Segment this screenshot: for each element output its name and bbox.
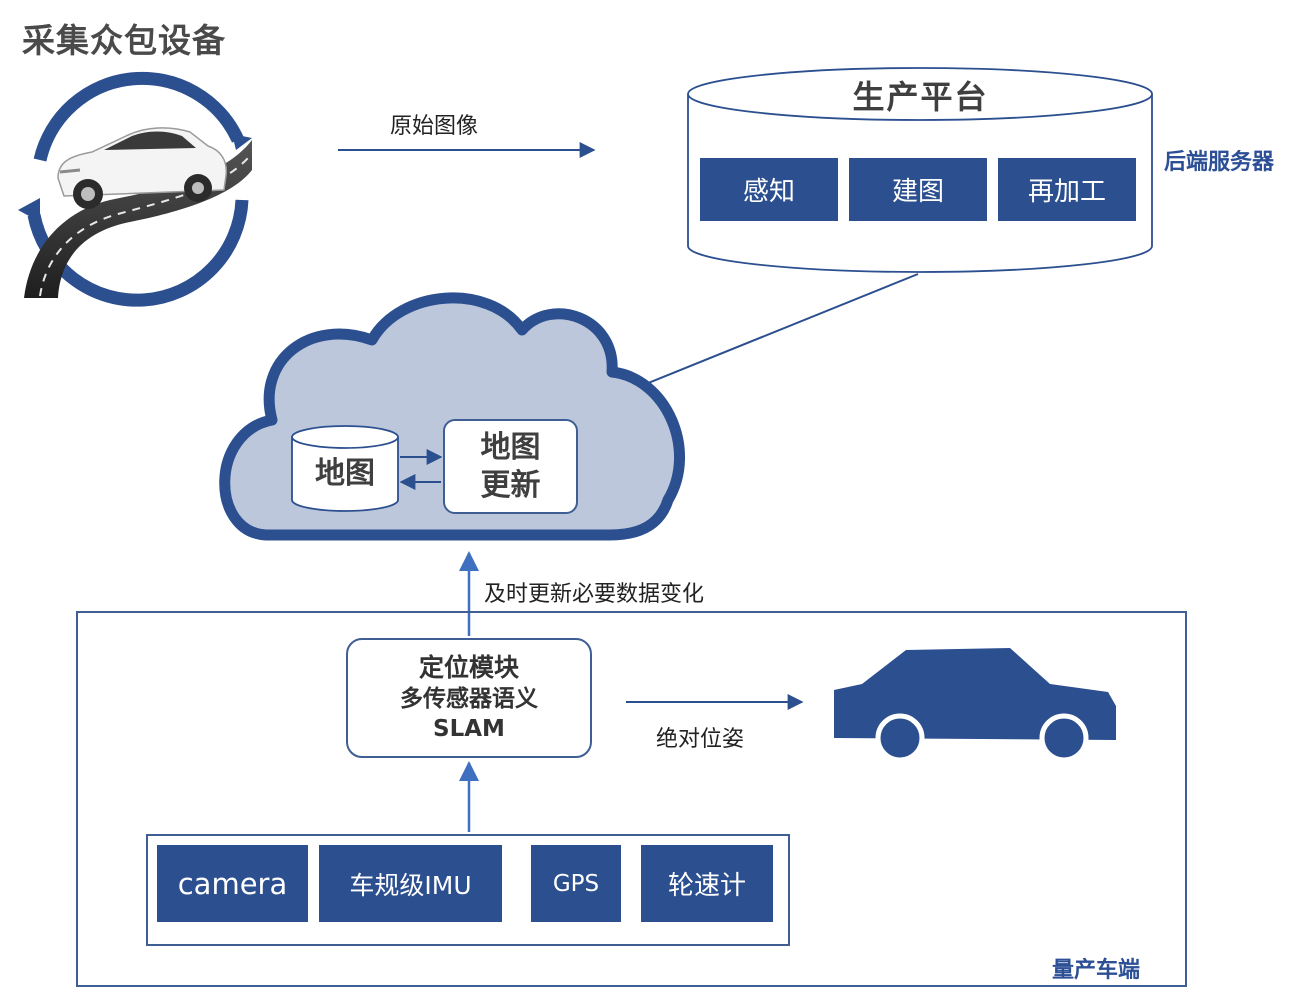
production-platform-title: 生产平台 (852, 78, 989, 116)
cycle-arc-top (33, 71, 244, 162)
sensor-gps: GPS (531, 845, 621, 922)
backend-server-label: 后端服务器 (1164, 150, 1275, 175)
upload-label: 及时更新必要数据变化 (484, 582, 705, 607)
cycle-arrowhead-bottom (18, 198, 40, 222)
raw-image-label: 原始图像 (390, 114, 479, 139)
white-car-icon (57, 127, 228, 209)
platform-to-cloud-arrow (624, 273, 919, 395)
module-perception: 感知 (700, 158, 838, 221)
map-database-cylinder (291, 425, 399, 512)
localization-module-title: 定位模块 (418, 653, 519, 682)
page-title: 采集众包设备 (22, 21, 226, 60)
module-mapping: 建图 (849, 158, 987, 221)
map-update-box: 地图 更新 (443, 419, 578, 514)
localization-module-box: 定位模块 多传感器语义 SLAM (346, 638, 592, 758)
vehicle-side-frame (76, 611, 1187, 987)
sensor-wheel-odometer: 轮速计 (641, 845, 773, 922)
absolute-pose-label: 绝对位姿 (656, 727, 745, 752)
module-reprocessing: 再加工 (998, 158, 1136, 221)
vehicle-side-label: 量产车端 (1052, 958, 1141, 983)
sensor-group-frame (146, 834, 790, 946)
blue-car-icon (834, 648, 1116, 763)
localization-module-subtitle: 多传感器语义 (400, 686, 538, 712)
localization-module-slam: SLAM (433, 716, 505, 742)
map-update-line2: 更新 (480, 467, 541, 503)
sensor-imu: 车规级IMU (319, 845, 502, 922)
map-update-line1: 地图 (480, 429, 541, 465)
crowdsource-car-illustration (18, 71, 252, 307)
map-database-label: 地图 (315, 456, 375, 491)
cycle-arrowhead-top (232, 134, 252, 150)
sensor-camera: camera (157, 845, 308, 922)
